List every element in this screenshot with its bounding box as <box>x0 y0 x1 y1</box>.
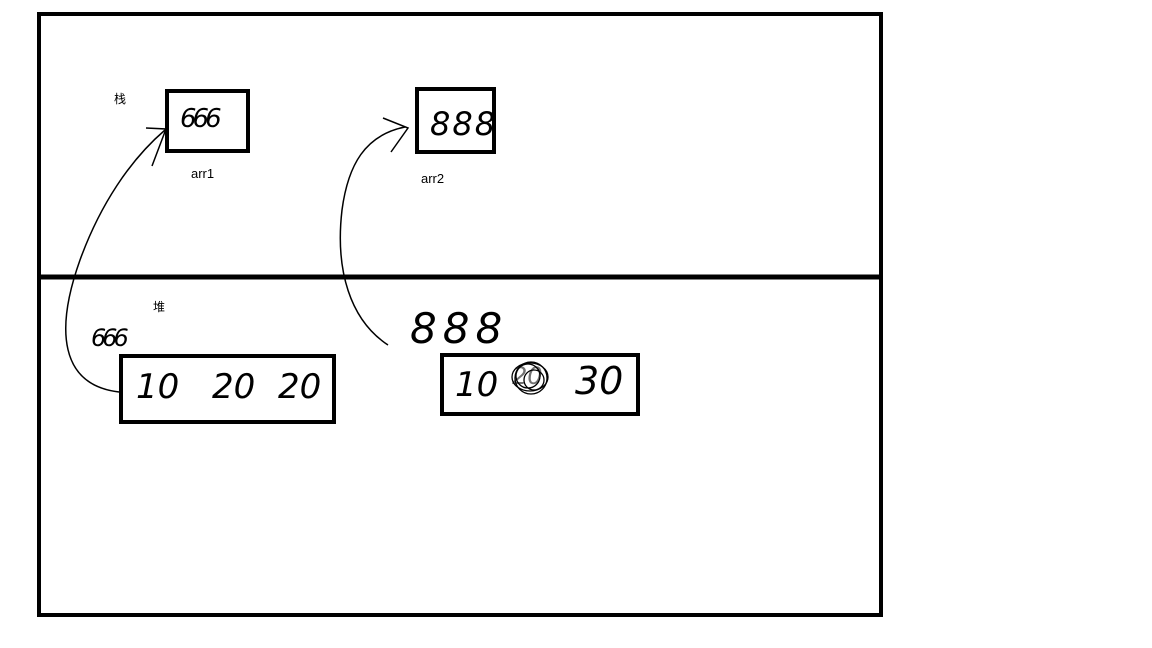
heap-array-1-element: 20 <box>278 367 322 407</box>
heap-array-1-element: 20 <box>212 367 256 407</box>
memory-frame <box>37 12 883 617</box>
heap-label: 堆 <box>153 300 166 314</box>
heap-array-2-element: 10 <box>455 365 499 405</box>
arr1-reference-arrow <box>65 129 166 393</box>
arr2-arrowhead <box>382 117 410 153</box>
arr2-box <box>415 87 496 154</box>
heap-array-2-element-overwritten: 20 <box>512 362 543 390</box>
arr1-box <box>165 89 250 153</box>
stack-label: 栈 <box>114 92 127 106</box>
heap-array-2-address: 888 <box>410 304 509 353</box>
heap-array-1-box <box>119 354 336 424</box>
arr2-value: 888 <box>430 105 498 143</box>
arr1-name: arr1 <box>191 166 215 181</box>
heap-array-2-element: 30 <box>575 359 624 403</box>
arr1-value: 666 <box>180 104 222 134</box>
heap-array-2-box <box>440 353 640 416</box>
heap-array-1-address: 666 <box>91 324 129 352</box>
heap-array-1-element: 10 <box>136 367 180 407</box>
overwritten-value-scribble <box>511 361 549 395</box>
arr2-reference-arrow <box>339 126 406 346</box>
arr1-arrowhead <box>145 127 168 167</box>
arr2-name: arr2 <box>421 171 445 186</box>
